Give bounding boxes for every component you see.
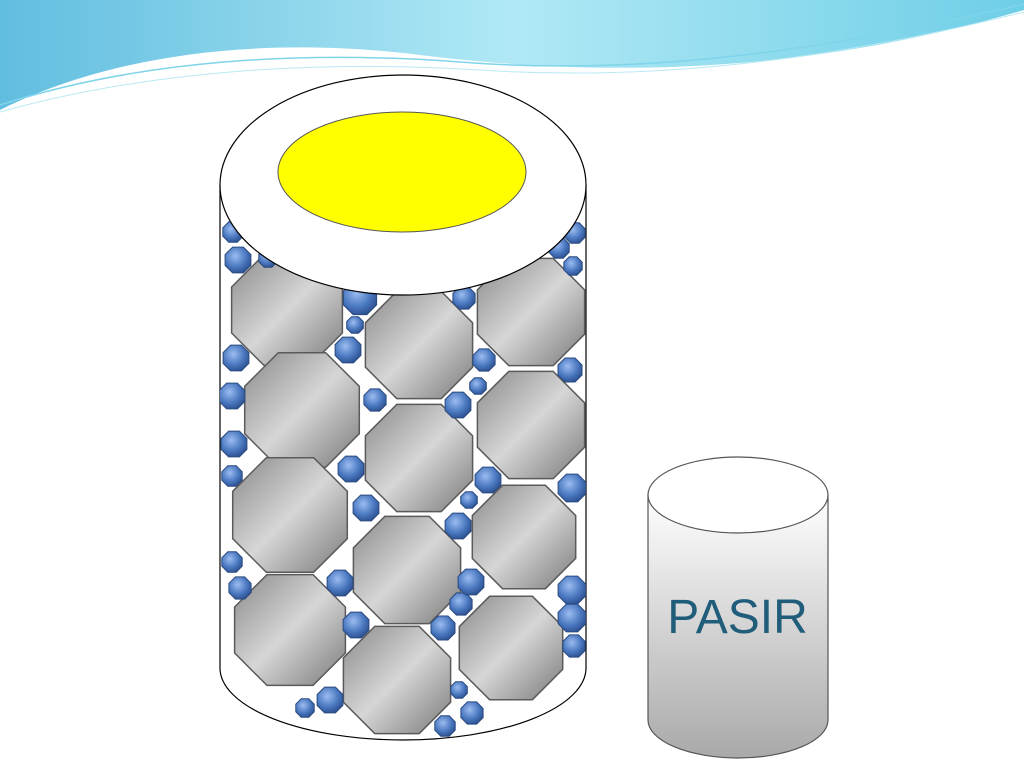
- pebble: [449, 592, 473, 616]
- pebble: [221, 551, 243, 573]
- small-container: [647, 456, 829, 759]
- pebble: [221, 465, 243, 487]
- aggregate-fill: [220, 221, 586, 737]
- pebble: [450, 681, 468, 699]
- aggregate-stone: [342, 625, 452, 735]
- pebble: [434, 715, 456, 737]
- aggregate-stone: [364, 403, 474, 513]
- pebble: [557, 357, 583, 383]
- aggregate-stone: [476, 370, 586, 480]
- pebble: [557, 473, 586, 503]
- pebble: [352, 494, 380, 522]
- pebble: [220, 382, 246, 410]
- pebble: [337, 455, 365, 483]
- pebble: [444, 391, 472, 419]
- pebble: [563, 256, 583, 276]
- pebble: [222, 344, 250, 372]
- pebble: [472, 348, 496, 372]
- pebble: [228, 576, 252, 600]
- yellow-liquid-surface: [277, 111, 527, 233]
- pebble: [342, 611, 370, 639]
- aggregate-stone: [352, 515, 462, 625]
- aggregate-stone: [458, 595, 564, 701]
- pebble: [562, 634, 586, 658]
- pebble: [460, 491, 478, 509]
- pebble: [457, 568, 485, 596]
- pebble: [460, 701, 484, 725]
- pebble: [430, 615, 456, 641]
- aggregate-stone: [476, 257, 586, 367]
- tall-container: [219, 74, 587, 741]
- aggregate-stone: [231, 456, 349, 574]
- pebble: [224, 246, 252, 274]
- pebble: [316, 686, 344, 714]
- top-wave-banner: [0, 0, 1024, 113]
- pebble: [452, 286, 476, 310]
- pebble: [334, 336, 362, 364]
- pebble: [474, 466, 502, 494]
- pebble: [363, 388, 387, 412]
- pebble: [557, 603, 586, 633]
- pebble: [295, 698, 315, 718]
- aggregate-stone: [364, 290, 474, 400]
- sand-label: PASIR: [667, 591, 808, 644]
- aggregate-stone: [471, 484, 577, 590]
- pebble: [346, 316, 364, 334]
- pebble: [469, 377, 487, 395]
- aggregate-stone: [243, 351, 361, 469]
- pebble: [557, 575, 586, 605]
- pebble: [444, 512, 472, 540]
- pebble: [220, 430, 248, 458]
- pebble: [326, 569, 354, 597]
